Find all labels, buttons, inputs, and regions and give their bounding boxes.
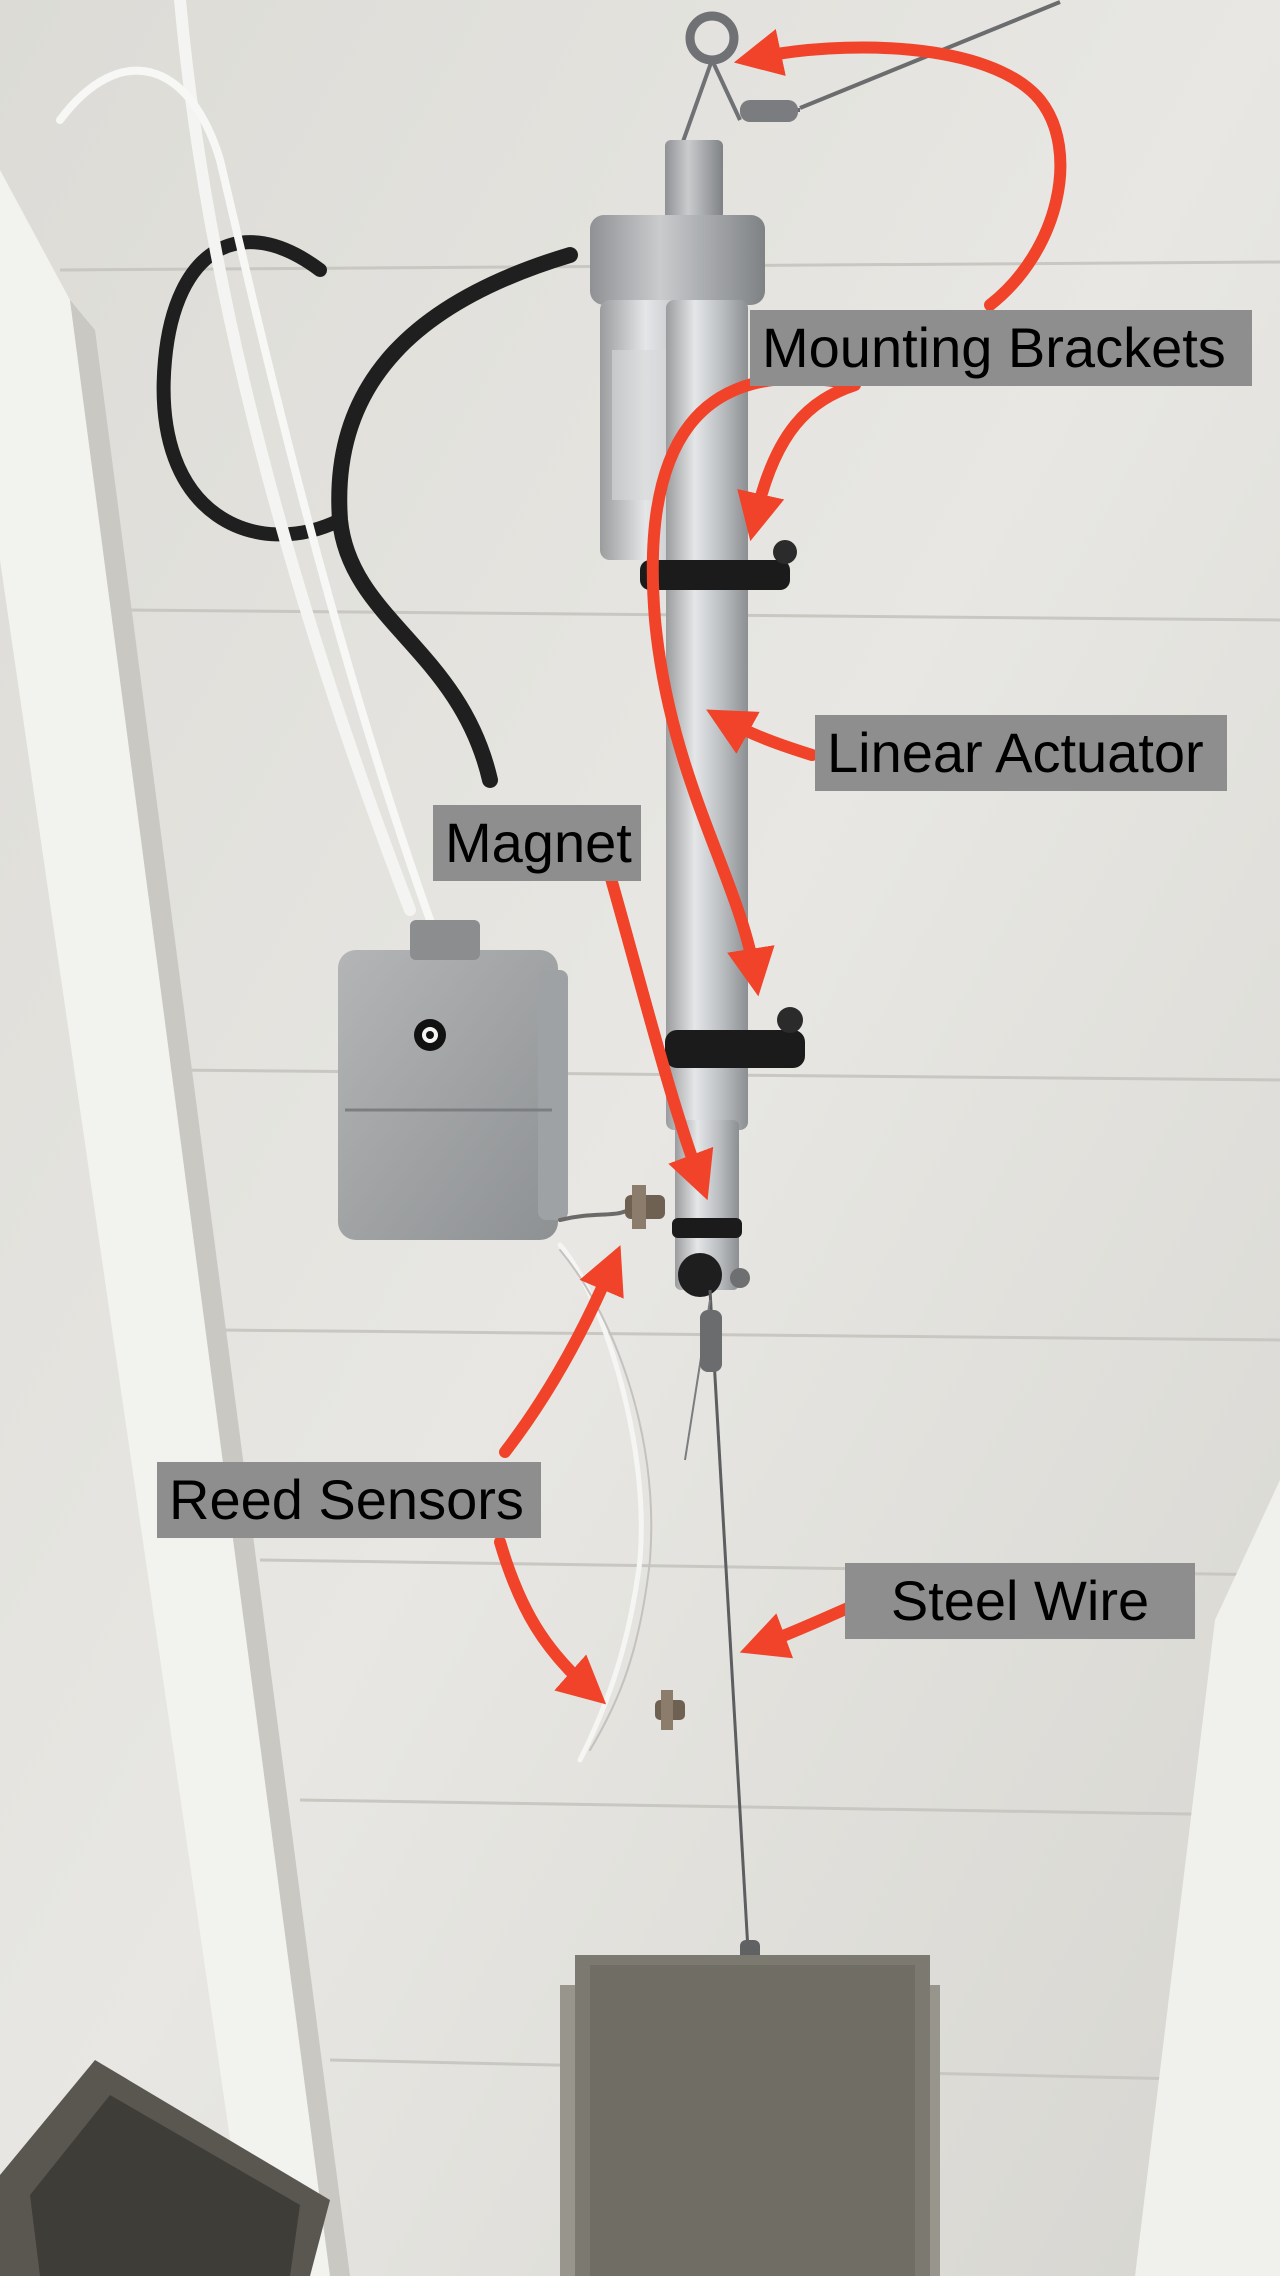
arrow-to-lower-sensor (494, 1536, 607, 1705)
bracket-lower (665, 1007, 805, 1238)
eye-hook (678, 0, 1061, 151)
arrow-to-steel-wire (739, 1599, 861, 1659)
right-door-frame (1135, 1480, 1280, 2276)
label-steel-wire: Steel Wire (845, 1563, 1195, 1639)
arrow-to-eye-hook (733, 29, 1067, 311)
bracket-upper (640, 540, 797, 590)
label-reed-sensors: Reed Sensors (157, 1462, 541, 1538)
control-box (338, 920, 568, 1240)
power-cables (56, 0, 578, 924)
arrow-to-actuator (706, 709, 818, 761)
label-mounting-brackets: Mounting Brackets (750, 310, 1252, 386)
arrow-to-magnet (604, 869, 714, 1201)
reed-sensor-lower (655, 1690, 685, 1730)
arrow-to-upper-sensor (499, 1245, 624, 1458)
reed-sensor-upper (625, 1185, 665, 1229)
label-linear-actuator: Linear Actuator (815, 715, 1227, 791)
annotation-arrows (494, 29, 1067, 1705)
label-magnet: Magnet (433, 805, 641, 881)
left-door-frame (0, 170, 330, 2276)
arrow-to-upper-bracket (737, 379, 861, 542)
arrow-to-lower-bracket (646, 372, 846, 997)
coop-door (560, 1955, 940, 2276)
dirty-ledge (0, 2060, 330, 2276)
left-frame-shadow (70, 300, 350, 2276)
